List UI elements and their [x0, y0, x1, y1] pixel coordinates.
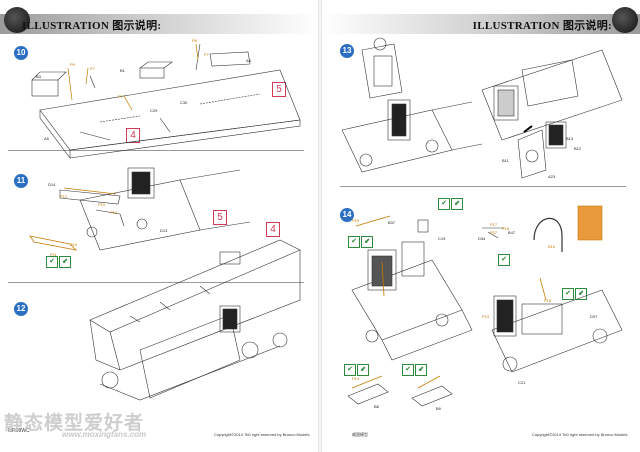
svg-text:B3: B3	[36, 74, 42, 79]
photo-etch-grille	[577, 205, 603, 241]
svg-text:P7: P7	[90, 66, 96, 71]
header-circle-icon	[4, 7, 30, 33]
svg-text:B9: B9	[436, 406, 442, 411]
check-icon: ✔	[562, 288, 574, 300]
assembly-drawing-left: B3 A5 B1 C29 C30 A8 P9 P8 P7 P7 P7	[29, 38, 301, 401]
copyright-text: Copyright©2014 7b0 right reserved by Bro…	[532, 432, 628, 437]
svg-text:A23: A23	[548, 174, 556, 179]
ref-box-4: 4	[266, 222, 280, 237]
glue-icon: ⬋	[451, 198, 463, 210]
section-divider	[8, 150, 304, 151]
svg-text:C21: C21	[518, 380, 526, 385]
svg-text:P8: P8	[192, 38, 198, 43]
watermark-url: www.moxingfans.com	[62, 430, 147, 439]
check-icon: ✔	[46, 256, 58, 268]
page-number: MR09WC	[8, 428, 30, 434]
svg-text:B1: B1	[120, 68, 126, 73]
glue-icon: ⬋	[59, 256, 71, 268]
ref-box-4: 4	[126, 128, 140, 143]
header-bar	[0, 14, 318, 34]
check-icon: ✔	[344, 364, 356, 376]
svg-text:P18: P18	[544, 298, 552, 303]
check-icon: ✔	[402, 364, 414, 376]
section-divider	[340, 186, 626, 187]
step-badge-14: 14	[340, 208, 354, 222]
glue-icon: ⬋	[575, 288, 587, 300]
step-badge-13: 13	[340, 44, 354, 58]
svg-text:B12: B12	[574, 146, 582, 151]
svg-text:P11: P11	[50, 252, 58, 257]
check-icon: ✔	[498, 254, 510, 266]
right-page: ILLUSTRATION 图示说明: 13 14 ✔ ⬋ ✔ ⬋ ✔ ✔ ⬋ ✔…	[322, 0, 640, 452]
ref-box-5: 5	[213, 210, 227, 225]
svg-text:P37: P37	[490, 230, 498, 235]
svg-text:P14: P14	[352, 376, 360, 381]
section-divider	[8, 282, 304, 283]
glue-icon: ⬋	[357, 364, 369, 376]
svg-text:B11: B11	[502, 158, 510, 163]
svg-text:C30: C30	[180, 100, 188, 105]
check-icon: ✔	[348, 236, 360, 248]
header-circle-icon	[612, 7, 638, 33]
step-badge-11: 11	[14, 174, 28, 188]
svg-text:P7: P7	[118, 94, 124, 99]
watermark-text: 静态模型爱好者	[4, 412, 145, 434]
copyright-text: Copyright©2014 7b0 right reserved by Bro…	[214, 432, 310, 437]
svg-text:P16: P16	[502, 226, 510, 231]
svg-text:P17: P17	[490, 222, 498, 227]
svg-text:P7: P7	[204, 52, 210, 57]
svg-text:C19: C19	[438, 236, 446, 241]
glue-icon: ⬋	[415, 364, 427, 376]
page-title: ILLUSTRATION 图示说明:	[22, 20, 162, 32]
svg-text:B47: B47	[508, 230, 516, 235]
svg-text:C29: C29	[150, 108, 158, 113]
check-icon: ✔	[438, 198, 450, 210]
gutter	[318, 0, 322, 452]
publisher-cn: 威国模型	[352, 432, 368, 437]
assembly-drawing-right: B12 B13 B11 A23	[341, 37, 623, 411]
svg-text:D37: D37	[590, 314, 598, 319]
svg-text:P15: P15	[352, 218, 360, 223]
left-page: ILLUSTRATION 图示说明: 10 11 12 5 4 5 4 ✔ ⬋	[0, 0, 318, 452]
svg-text:P10: P10	[70, 242, 78, 247]
svg-text:P10: P10	[98, 202, 106, 207]
svg-text:P9: P9	[70, 62, 76, 67]
svg-text:A5: A5	[44, 136, 50, 141]
svg-text:B8: B8	[374, 404, 380, 409]
svg-text:D13: D13	[160, 228, 168, 233]
step-badge-12: 12	[14, 302, 28, 316]
svg-text:P12: P12	[60, 194, 68, 199]
header-bar	[322, 14, 640, 34]
svg-text:A8: A8	[246, 58, 252, 63]
svg-text:D34: D34	[478, 236, 486, 241]
ref-box-5: 5	[272, 82, 286, 97]
step-badge-10: 10	[14, 46, 28, 60]
glue-icon: ⬋	[361, 236, 373, 248]
svg-text:B13: B13	[566, 136, 574, 141]
page-title: ILLUSTRATION 图示说明:	[472, 20, 612, 32]
svg-text:B37: B37	[388, 220, 396, 225]
svg-text:B10: B10	[548, 244, 556, 249]
svg-text:D14: D14	[48, 182, 56, 187]
svg-text:P13: P13	[110, 210, 118, 215]
svg-text:P13: P13	[482, 314, 490, 319]
